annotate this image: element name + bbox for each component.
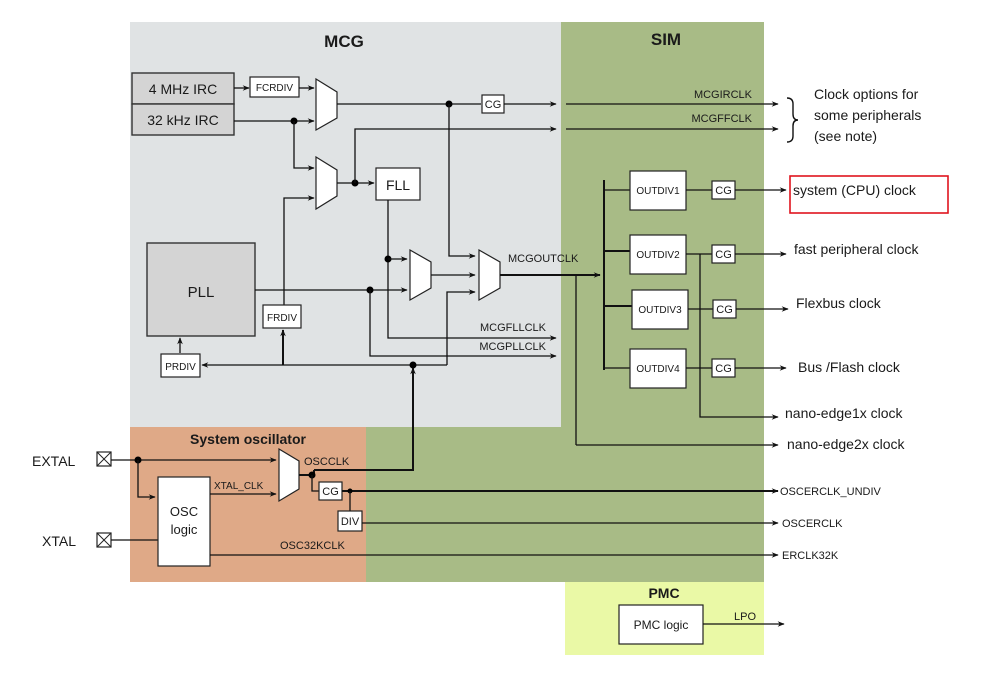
irc-32khz-label: 32 kHz IRC bbox=[147, 112, 219, 128]
outdiv1-box bbox=[629, 170, 687, 211]
brace bbox=[786, 97, 799, 143]
out-erclk32k: ERCLK32K bbox=[782, 550, 839, 562]
prdiv-box bbox=[160, 353, 201, 378]
sim-title: SIM bbox=[651, 30, 681, 49]
div-osc bbox=[337, 510, 363, 532]
osc-logic-label-1: OSC bbox=[170, 504, 198, 519]
out-bus-flash: Bus /Flash clock bbox=[798, 359, 901, 375]
fcrdiv-box bbox=[249, 76, 300, 98]
outdiv1-label: OUTDIV1 bbox=[636, 186, 680, 197]
note-line-1: Clock options for bbox=[814, 86, 919, 102]
mux-fll-ref bbox=[315, 155, 338, 211]
note-line-3: (see note) bbox=[814, 128, 877, 144]
frdiv-box bbox=[262, 304, 302, 329]
sig-mcgffclk: MCGFFCLK bbox=[692, 113, 753, 125]
mux-mcgout bbox=[478, 248, 501, 302]
cg-outdiv1-label: CG bbox=[715, 185, 732, 197]
mux-osc bbox=[278, 447, 300, 503]
out-oscerclk-undiv: OSCERCLK_UNDIV bbox=[780, 486, 882, 498]
pmc-logic-label: PMC logic bbox=[634, 618, 689, 632]
mux-irc bbox=[315, 77, 338, 132]
sig-mcgirclk: MCGIRCLK bbox=[694, 89, 753, 101]
pll-box bbox=[146, 242, 256, 337]
out-flexbus: Flexbus clock bbox=[796, 295, 882, 311]
pmc-logic-box bbox=[618, 604, 704, 645]
sig-osc32kclk: OSC32KCLK bbox=[280, 540, 345, 552]
note-line-2: some peripherals bbox=[814, 107, 921, 123]
mux-fll-pll bbox=[409, 248, 432, 302]
prdiv-label: PRDIV bbox=[165, 362, 196, 373]
osc-title: System oscillator bbox=[190, 431, 306, 447]
out-system-clock: system (CPU) clock bbox=[793, 182, 917, 198]
xtal-pin bbox=[96, 532, 112, 548]
cg-osc-label: CG bbox=[322, 486, 339, 498]
extal-pin bbox=[96, 451, 112, 467]
outdiv2-box bbox=[629, 234, 687, 275]
outdiv4-label: OUTDIV4 bbox=[636, 364, 680, 375]
fll-label: FLL bbox=[386, 177, 410, 193]
out-nano2x: nano-edge2x clock bbox=[787, 436, 906, 452]
outdiv2-label: OUTDIV2 bbox=[636, 250, 680, 261]
out-fast-peripheral: fast peripheral clock bbox=[794, 241, 920, 257]
out-oscerclk: OSCERCLK bbox=[782, 518, 843, 530]
xtal-label: XTAL bbox=[42, 533, 76, 549]
extal-label: EXTAL bbox=[32, 453, 76, 469]
outdiv4-box bbox=[629, 348, 687, 389]
sig-xtal-clk: XTAL_CLK bbox=[214, 481, 264, 492]
pmc-title: PMC bbox=[648, 585, 679, 601]
mcg-title: MCG bbox=[324, 32, 364, 51]
sig-mcgoutclk: MCGOUTCLK bbox=[508, 253, 579, 265]
cg-outdiv2-label: CG bbox=[715, 249, 732, 261]
sig-lpo: LPO bbox=[734, 611, 756, 623]
irc-32khz-box bbox=[131, 103, 235, 136]
system-clock-highlight bbox=[789, 175, 949, 214]
cg-outdiv3-label: CG bbox=[716, 304, 733, 316]
irc-4mhz-label: 4 MHz IRC bbox=[149, 81, 217, 97]
div-osc-label: DIV bbox=[341, 516, 360, 528]
cg-outdiv4-label: CG bbox=[715, 363, 732, 375]
frdiv-label: FRDIV bbox=[267, 313, 297, 324]
outdiv3-label: OUTDIV3 bbox=[638, 305, 682, 316]
irc-4mhz-box bbox=[131, 72, 235, 105]
fcrdiv-label: FCRDIV bbox=[256, 83, 294, 94]
outdiv-rows: OUTDIV1 CG OUTDIV2 CG OUTDIV3 CG OUTDIV4… bbox=[604, 170, 789, 420]
cg-irclk-label: CG bbox=[485, 99, 502, 111]
out-nano1x: nano-edge1x clock bbox=[785, 405, 904, 421]
outdiv3-box bbox=[631, 289, 689, 330]
osc-logic-label-2: logic bbox=[171, 522, 198, 537]
fll-box bbox=[375, 167, 421, 201]
sig-mcgpllclk: MCGPLLCLK bbox=[479, 341, 546, 353]
sig-oscclk: OSCCLK bbox=[304, 456, 350, 468]
sig-mcgfllclk: MCGFLLCLK bbox=[480, 322, 547, 334]
osc-logic-box bbox=[157, 476, 211, 567]
pll-label: PLL bbox=[188, 284, 215, 301]
sim-region-lower bbox=[365, 427, 764, 582]
